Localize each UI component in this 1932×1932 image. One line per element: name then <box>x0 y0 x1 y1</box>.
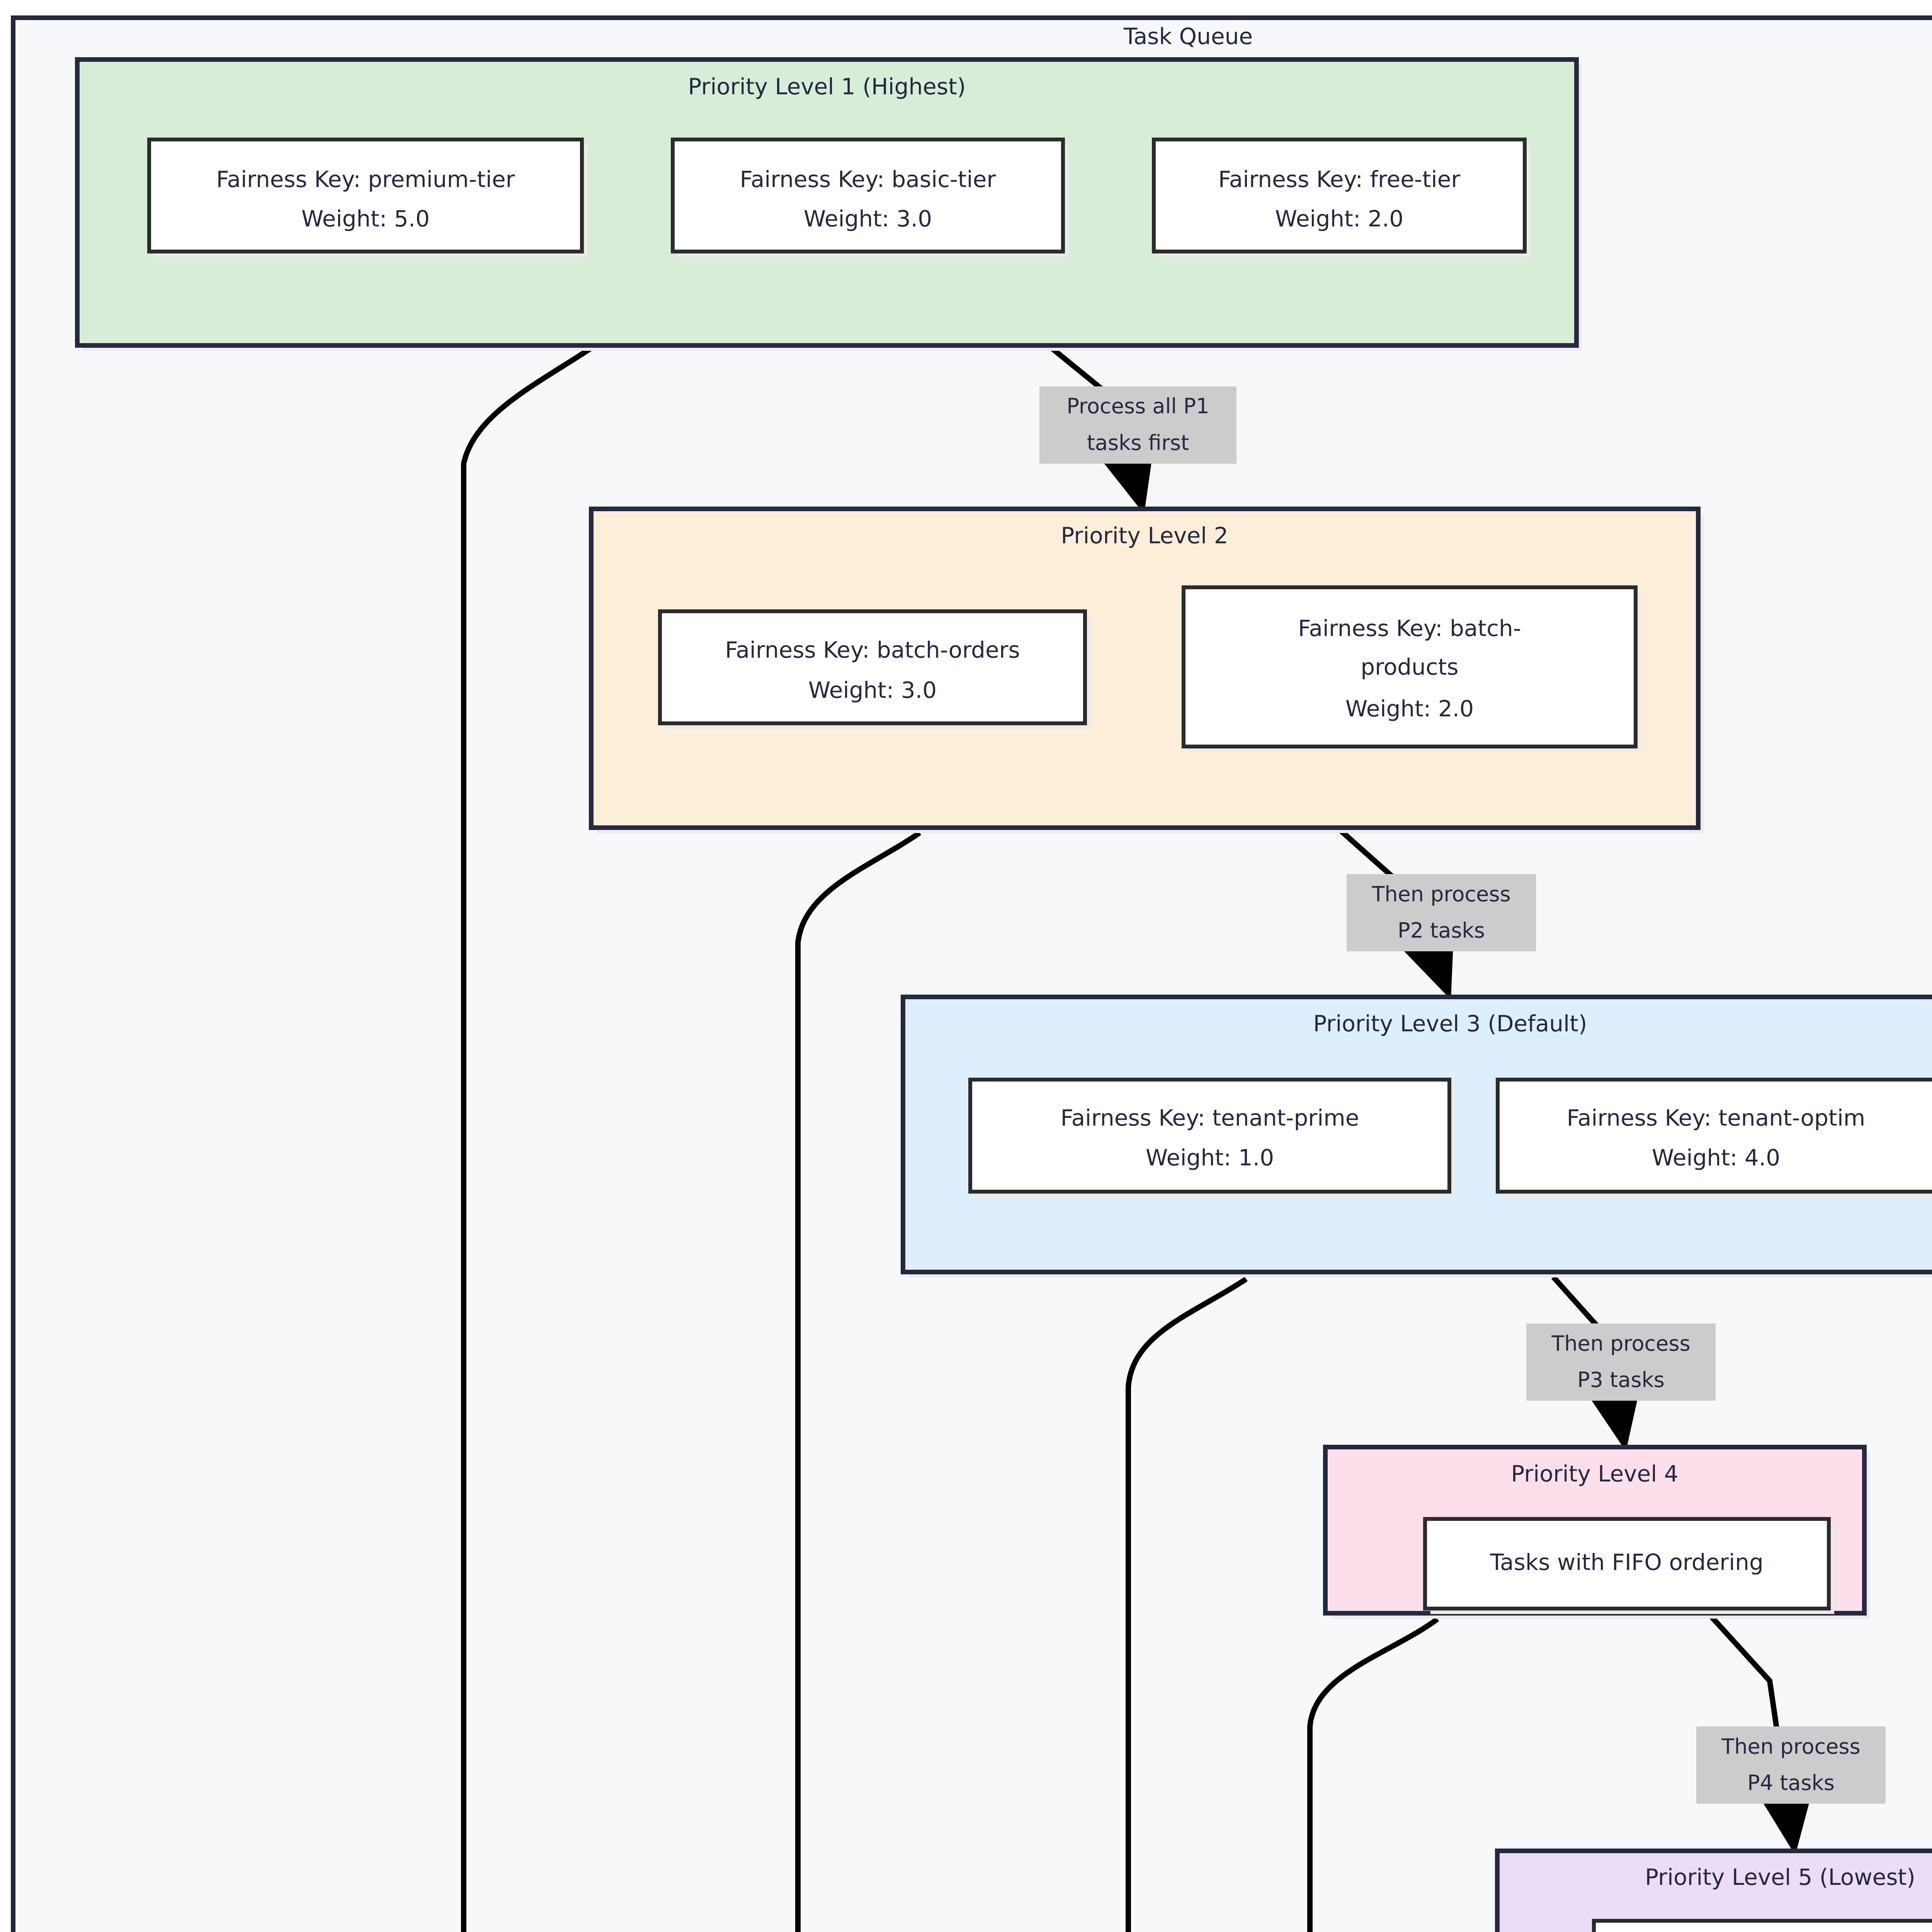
p1c-line2: Weight: 2.0 <box>1275 206 1403 232</box>
edge-label-p2-p3-line1: Then process <box>1371 882 1510 906</box>
p3b-box <box>1496 1078 1932 1194</box>
node-p5-fifo[interactable]: Tasks with FIFO ordering <box>1592 1919 1932 1932</box>
node-p1-free-tier[interactable]: Fairness Key: free-tier Weight: 2.0 <box>1152 138 1530 257</box>
p3a-line1: Fairness Key: tenant-prime <box>1061 1105 1359 1131</box>
p4a-line1: Tasks with FIFO ordering <box>1490 1549 1764 1575</box>
p2a-box <box>658 609 1087 725</box>
p1c-box <box>1152 138 1527 253</box>
p4-title: Priority Level 4 <box>1511 1461 1678 1487</box>
p4a-box <box>1423 1517 1831 1611</box>
edge-p4-to-workers <box>1307 1617 1439 1932</box>
p2b-line1: Fairness Key: batch- <box>1298 615 1521 641</box>
edge-label-p4-p5-line1: Then process <box>1721 1735 1860 1759</box>
node-p3-tenant-prime[interactable]: Fairness Key: tenant-prime Weight: 1.0 <box>968 1078 1455 1197</box>
cluster-priority-level-2[interactable]: Priority Level 2 Fairness Key: batch-ord… <box>589 507 1704 833</box>
p1b-line1: Fairness Key: basic-tier <box>740 166 996 192</box>
p2a-line1: Fairness Key: batch-orders <box>725 637 1020 663</box>
node-p4-fifo[interactable]: Tasks with FIFO ordering <box>1423 1517 1834 1614</box>
cluster-priority-level-3[interactable]: Priority Level 3 (Default) Fairness Key:… <box>901 995 1932 1277</box>
edge-label-p3-p4-line2: P3 tasks <box>1577 1368 1665 1392</box>
edge-label-p1-p2: Process all P1 tasks first <box>1039 386 1236 464</box>
p2b-line2: products <box>1361 654 1458 680</box>
edge-p1-to-workers <box>461 338 605 1932</box>
p2a-line2: Weight: 3.0 <box>808 677 937 703</box>
edge-label-p3-p4-line1: Then process <box>1551 1332 1690 1356</box>
edge-p3-to-workers <box>1126 1277 1248 1932</box>
p1a-line1: Fairness Key: premium-tier <box>216 166 515 192</box>
edge-label-p2-p3-bg <box>1347 874 1536 951</box>
edge-label-p1-p2-line1: Process all P1 <box>1066 394 1209 418</box>
node-p1-basic-tier[interactable]: Fairness Key: basic-tier Weight: 3.0 <box>671 138 1068 257</box>
p2b-line3: Weight: 2.0 <box>1345 696 1474 722</box>
task-queue-title: Task Queue <box>1123 23 1253 49</box>
p3b-line1: Fairness Key: tenant-optim <box>1567 1105 1866 1131</box>
cluster-priority-level-4[interactable]: Priority Level 4 Tasks with FIFO orderin… <box>1323 1445 1870 1619</box>
p1b-box <box>671 138 1065 253</box>
p1b-line2: Weight: 3.0 <box>804 206 932 232</box>
edge-label-p3-p4-bg <box>1526 1323 1716 1401</box>
p5-title: Priority Level 5 (Lowest) <box>1645 1864 1915 1890</box>
p3-title: Priority Level 3 (Default) <box>1313 1010 1587 1037</box>
cluster-priority-level-5[interactable]: Priority Level 5 (Lowest) Tasks with FIF… <box>1495 1849 1932 1932</box>
edge-label-p4-p5-bg <box>1696 1726 1886 1804</box>
p1c-line1: Fairness Key: free-tier <box>1218 166 1461 192</box>
p5a-box <box>1592 1919 1932 1932</box>
edge-label-p4-p5-line2: P4 tasks <box>1747 1771 1835 1795</box>
cluster-priority-level-1[interactable]: Priority Level 1 (Highest) Fairness Key:… <box>75 57 1582 351</box>
p2-title: Priority Level 2 <box>1061 522 1228 549</box>
node-p3-tenant-optim[interactable]: Fairness Key: tenant-optim Weight: 4.0 <box>1496 1078 1932 1197</box>
edge-label-p4-p5: Then process P4 tasks <box>1696 1726 1886 1804</box>
p1-title: Priority Level 1 (Highest) <box>688 73 966 100</box>
edge-label-p2-p3: Then process P2 tasks <box>1347 874 1536 951</box>
node-p1-premium-tier[interactable]: Fairness Key: premium-tier Weight: 5.0 <box>147 138 587 257</box>
p3a-box <box>968 1078 1451 1194</box>
p2b-box <box>1182 585 1638 748</box>
edge-label-p1-p2-bg <box>1039 386 1236 464</box>
edge-label-p2-p3-line2: P2 tasks <box>1398 918 1485 943</box>
edge-p2-to-workers <box>795 830 922 1932</box>
node-p2-batch-products[interactable]: Fairness Key: batch- products Weight: 2.… <box>1182 585 1641 752</box>
p1a-box <box>147 138 584 253</box>
p5-border <box>1495 1849 1932 1932</box>
p3b-line2: Weight: 4.0 <box>1652 1145 1780 1171</box>
p3a-line2: Weight: 1.0 <box>1146 1145 1274 1171</box>
p1a-line2: Weight: 5.0 <box>301 206 430 232</box>
edge-label-p1-p2-line2: tasks first <box>1087 431 1189 455</box>
edge-label-p3-p4: Then process P3 tasks <box>1526 1323 1716 1401</box>
node-p2-batch-orders[interactable]: Fairness Key: batch-orders Weight: 3.0 <box>658 609 1090 729</box>
